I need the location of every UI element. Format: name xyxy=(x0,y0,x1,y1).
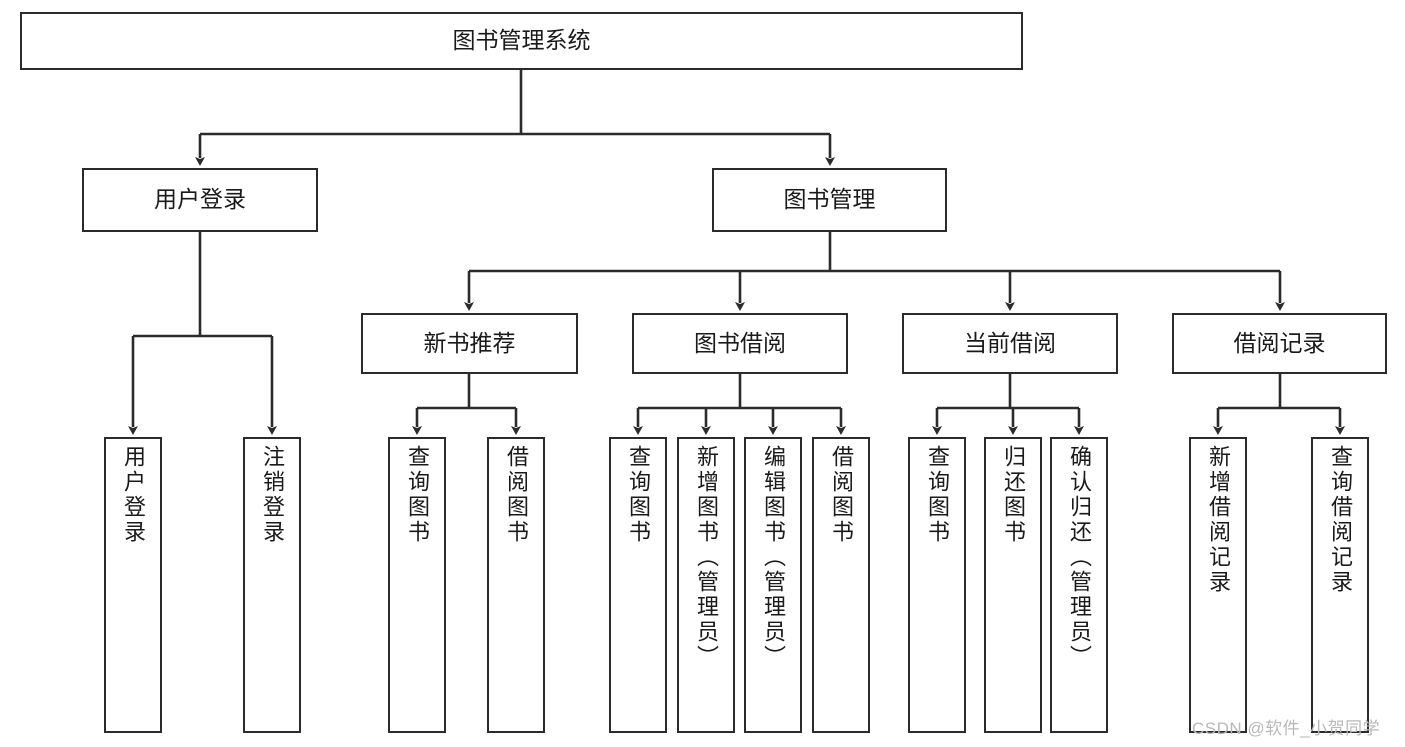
node-root[interactable]: 图书管理系统 xyxy=(20,12,1023,70)
node-book-management[interactable]: 图书管理 xyxy=(712,168,947,232)
node-leaf-borrow-add-book-label: 新增图书（管理员） xyxy=(694,445,719,670)
node-current-borrow-label: 当前借阅 xyxy=(964,329,1056,356)
node-leaf-user-logout[interactable]: 注销登录 xyxy=(243,437,301,733)
node-leaf-current-search-book[interactable]: 查询图书 xyxy=(908,437,966,733)
node-leaf-records-add-record-label: 新增借阅记录 xyxy=(1206,445,1231,595)
node-borrow-records[interactable]: 借阅记录 xyxy=(1172,313,1387,374)
node-leaf-borrow-edit-book[interactable]: 编辑图书（管理员） xyxy=(744,437,802,733)
node-leaf-borrow-edit-book-label: 编辑图书（管理员） xyxy=(761,445,786,670)
node-leaf-current-confirm-return-label: 确认归还（管理员） xyxy=(1067,445,1092,670)
node-book-management-label: 图书管理 xyxy=(783,186,876,213)
node-leaf-records-search-record-label: 查询借阅记录 xyxy=(1328,445,1353,595)
node-leaf-recommend-borrow-book[interactable]: 借阅图书 xyxy=(487,437,545,733)
node-leaf-current-search-book-label: 查询图书 xyxy=(925,445,950,545)
node-leaf-user-logout-label: 注销登录 xyxy=(260,445,285,545)
node-new-book-recommend[interactable]: 新书推荐 xyxy=(361,313,578,374)
node-leaf-user-login-label: 用户登录 xyxy=(121,445,146,545)
node-leaf-records-search-record[interactable]: 查询借阅记录 xyxy=(1311,437,1369,733)
node-leaf-recommend-search-book-label: 查询图书 xyxy=(405,445,430,545)
node-leaf-recommend-borrow-book-label: 借阅图书 xyxy=(504,445,529,545)
node-leaf-current-return-book-label: 归还图书 xyxy=(1001,445,1026,545)
node-user-login[interactable]: 用户登录 xyxy=(82,168,318,232)
csdn-watermark: CSDN @软件_小贺同学 xyxy=(1192,719,1381,738)
node-leaf-recommend-search-book[interactable]: 查询图书 xyxy=(388,437,446,733)
node-leaf-borrow-search-book[interactable]: 查询图书 xyxy=(609,437,667,733)
node-leaf-borrow-borrow-book[interactable]: 借阅图书 xyxy=(812,437,870,733)
node-current-borrow[interactable]: 当前借阅 xyxy=(902,313,1118,374)
node-user-login-label: 用户登录 xyxy=(154,186,246,213)
node-leaf-current-confirm-return[interactable]: 确认归还（管理员） xyxy=(1050,437,1108,733)
node-new-book-recommend-label: 新书推荐 xyxy=(423,329,516,356)
node-leaf-records-add-record[interactable]: 新增借阅记录 xyxy=(1189,437,1247,733)
node-leaf-borrow-add-book[interactable]: 新增图书（管理员） xyxy=(677,437,735,733)
node-book-borrow[interactable]: 图书借阅 xyxy=(632,313,848,374)
node-root-label: 图书管理系统 xyxy=(452,27,591,54)
node-book-borrow-label: 图书借阅 xyxy=(694,329,786,356)
node-leaf-current-return-book[interactable]: 归还图书 xyxy=(984,437,1042,733)
node-borrow-records-label: 借阅记录 xyxy=(1233,329,1326,356)
node-leaf-borrow-search-book-label: 查询图书 xyxy=(626,445,651,545)
node-leaf-borrow-borrow-book-label: 借阅图书 xyxy=(829,445,854,545)
node-leaf-user-login[interactable]: 用户登录 xyxy=(104,437,162,733)
